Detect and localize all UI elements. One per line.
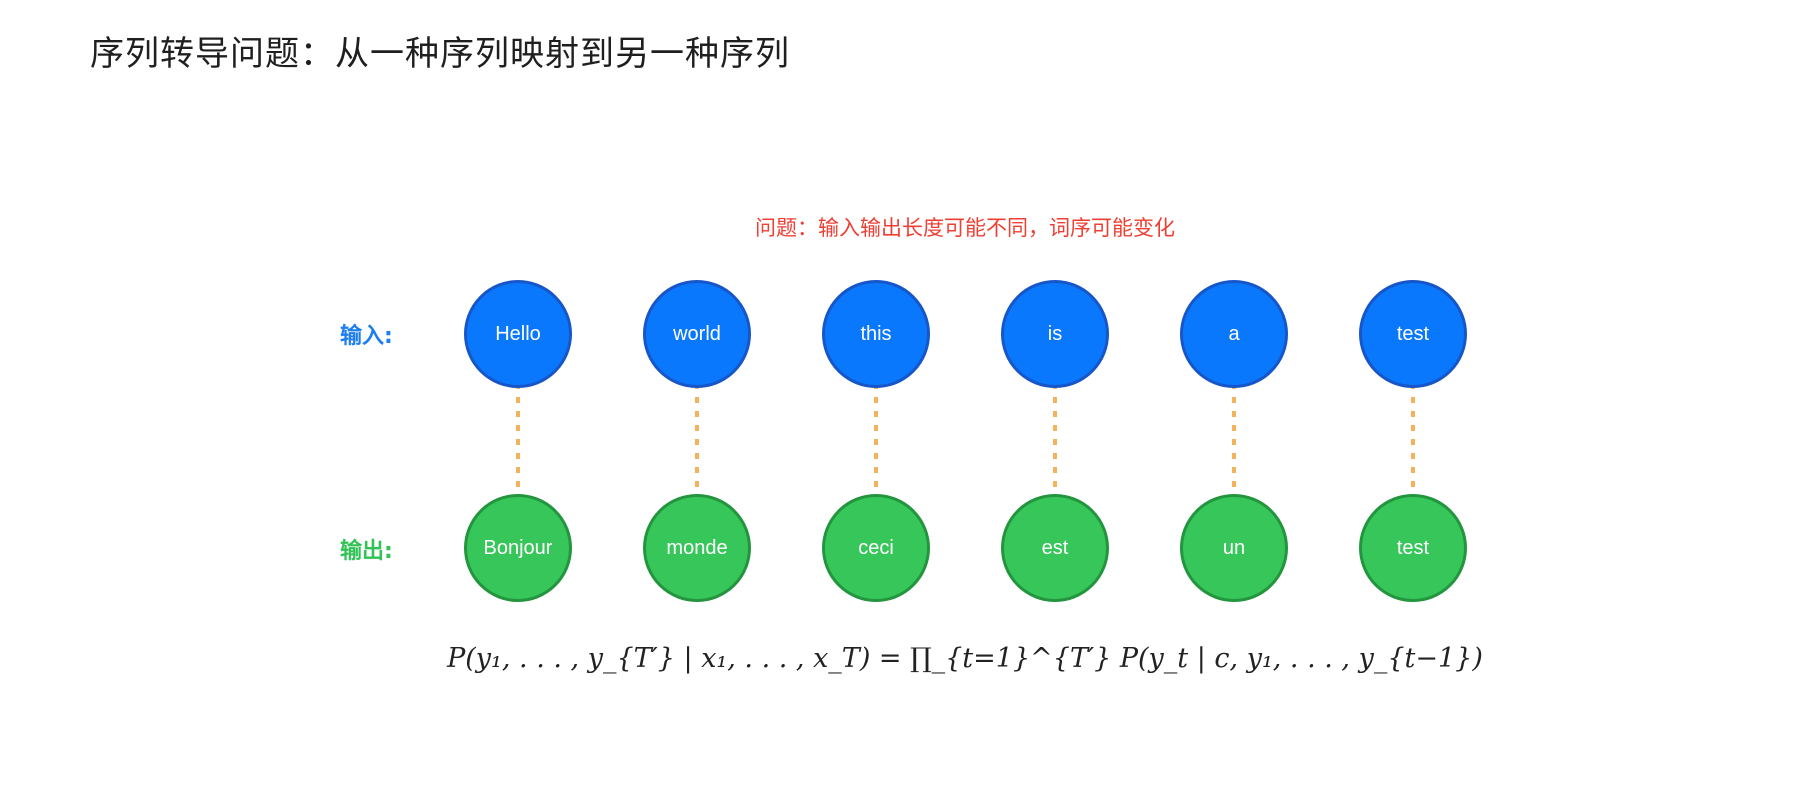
output-node: est [1001, 494, 1109, 602]
input-node: world [643, 280, 751, 388]
input-row-label: 输入: [340, 324, 393, 349]
input-node: this [822, 280, 930, 388]
output-node: un [1180, 494, 1288, 602]
probability-formula: P(y₁, . . . , y_{T′} | x₁, . . . , x_T) … [447, 643, 1483, 674]
input-node: Hello [464, 280, 572, 388]
output-row-label: 输出: [340, 539, 393, 564]
page-title: 序列转导问题：从一种序列映射到另一种序列 [90, 34, 790, 74]
input-node: is [1001, 280, 1109, 388]
problem-note: 问题：输入输出长度可能不同，词序可能变化 [755, 216, 1175, 240]
output-node: Bonjour [464, 494, 572, 602]
output-node: ceci [822, 494, 930, 602]
input-node: a [1180, 280, 1288, 388]
output-node: test [1359, 494, 1467, 602]
input-node: test [1359, 280, 1467, 388]
output-node: monde [643, 494, 751, 602]
